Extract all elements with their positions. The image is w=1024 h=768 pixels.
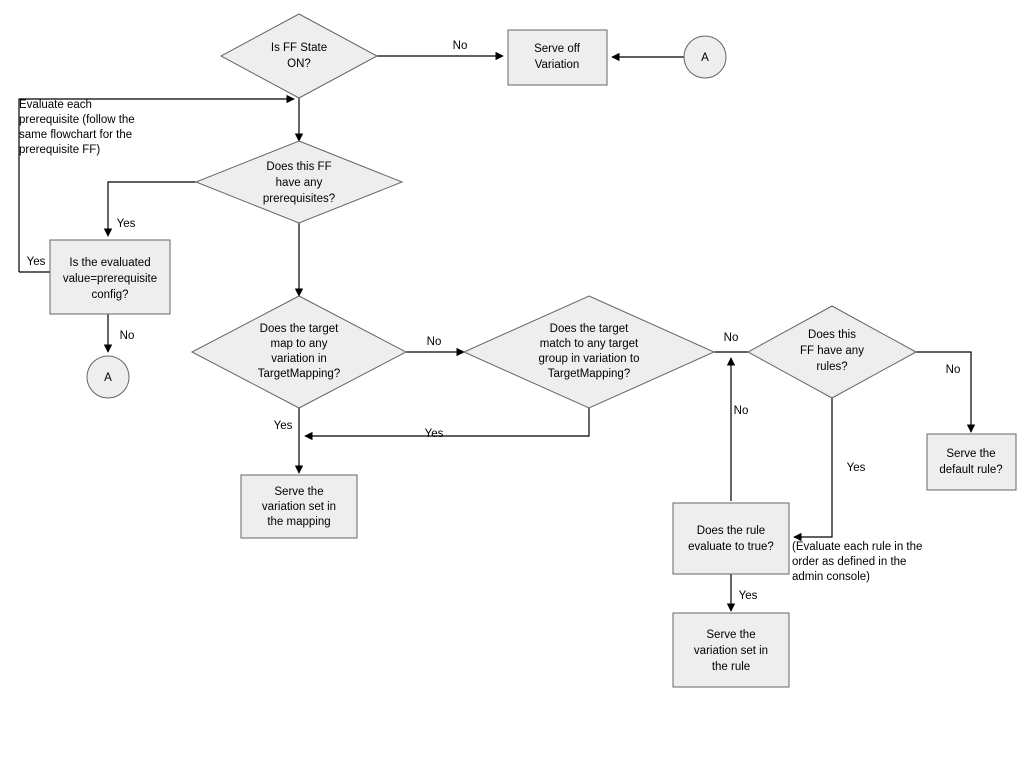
node-label-line-2: have any [276,177,323,189]
node-label-line-2: match to any target [540,338,639,350]
node-label-line-2: default rule? [939,464,1002,476]
decision-shape-main [746,305,918,399]
node-label-line-2: FF have any [800,345,864,357]
edge-label-ff-rules-yes: Yes [847,462,866,474]
edge-label-rule-false-no: No [734,405,749,417]
edge-label-ff-rules-no: No [946,364,961,376]
note-line-4: prerequisite FF) [19,144,100,156]
node-label-line-4: TargetMapping? [548,368,630,380]
node-label-line-1: Serve the [706,629,755,641]
decision-shape [219,13,379,99]
node-has-prerequisites[interactable]: Does this FF have any prerequisites? [194,140,404,224]
edge-target-group-yes [304,408,590,441]
node-target-map-to-variation[interactable]: Does the target map to any variation in … [190,295,408,409]
node-label-line-1: Does the rule [697,525,765,537]
node-label-line-2: map to any [271,338,328,350]
node-rule-evaluates-true[interactable]: Does the rule evaluate to true? [672,502,790,575]
edge-label-target-map-no: No [427,336,442,348]
node-label-line-1: Serve the [274,486,323,498]
edge-label-target-group-yes: Yes [425,428,444,440]
node-label-line-3: config? [91,289,128,301]
process-shape [49,239,171,315]
process-shape [926,433,1017,491]
node-label-line-2: variation set in [694,645,768,657]
edge-label-prerequisites-yes: Yes [117,218,136,230]
edge-label-target-map-yes: Yes [274,420,293,432]
node-label-line-4: TargetMapping? [258,368,340,380]
connector-label: A [701,52,709,64]
process-shape [672,612,790,688]
node-label-line-2: Variation [535,59,580,71]
node-label-line-1: Does the target [550,323,629,335]
node-label-line-1: Does this [808,329,856,341]
node-target-match-group[interactable]: Does the target match to any target grou… [462,295,716,409]
edge-ff-rules-yes [793,394,833,542]
edge-label-ff-state-no: No [453,40,468,52]
note-line-3: admin console) [792,571,870,583]
edge-prerequisites-yes [103,181,196,237]
node-serve-mapping-variation[interactable]: Serve the variation set in the mapping [240,474,358,539]
node-label-line-2: ON? [287,58,311,70]
node-label-line-2: evaluate to true? [688,541,774,553]
node-is-ff-state-on[interactable]: Is FF State ON? [219,13,379,99]
node-connector-a-top[interactable]: A [683,35,727,79]
process-shape [672,502,790,575]
node-label-line-1: Serve off [534,43,581,55]
decision-shape [194,140,404,224]
note-line-2: prerequisite (follow the [19,114,135,126]
node-evaluated-value-matches[interactable]: Is the evaluated value=prerequisite conf… [49,239,171,315]
note-rule-order: (Evaluate each rule in the order as defi… [792,541,922,583]
node-ff-has-rules[interactable]: Does this FF have any rules? [746,305,918,399]
process-shape [507,29,608,86]
node-label-line-3: group in variation to [538,353,639,365]
note-prerequisite: Evaluate each prerequisite (follow the s… [19,99,135,156]
node-label-line-3: the rule [712,661,750,673]
note-line-1: (Evaluate each rule in the [792,541,922,553]
edge-label-evaluated-value-yes: Yes [27,256,46,268]
node-label-line-1: Does the target [260,323,339,335]
connector-label: A [104,372,112,384]
note-line-1: Evaluate each [19,99,92,111]
node-connector-a-bottom[interactable]: A [86,355,130,399]
node-label-line-1: Is FF State [271,42,327,54]
edge-label-evaluated-value-no: No [120,330,135,342]
connector-shape [683,35,727,79]
node-label-line-2: variation set in [262,501,336,513]
note-line-2: order as defined in the [792,556,906,568]
node-label-line-3: rules? [816,361,847,373]
node-label-line-3: variation in [271,353,327,365]
edge-prerequisite-loop-return [18,94,295,272]
node-label-line-1: Is the evaluated [69,257,150,269]
node-label-line-2: value=prerequisite [63,273,157,285]
connector-shape [86,355,130,399]
node-label-line-1: Serve the [946,448,995,460]
node-serve-off-variation[interactable]: Serve off Variation [507,29,608,86]
process-shape [240,474,358,539]
node-serve-rule-variation[interactable]: Serve the variation set in the rule [672,612,790,688]
note-line-3: same flowchart for the [19,129,132,141]
node-serve-default-rule[interactable]: Serve the default rule? [926,433,1017,491]
decision-shape [190,295,408,409]
node-label-line-1: Does this FF [266,161,331,173]
edge-ff-rules-no [916,351,976,433]
edge-label-rule-true-yes: Yes [739,590,758,602]
edge-label-target-group-no: No [724,332,739,344]
node-label-line-3: prerequisites? [263,193,335,205]
node-label-line-3: the mapping [267,516,330,528]
decision-shape [462,295,716,409]
